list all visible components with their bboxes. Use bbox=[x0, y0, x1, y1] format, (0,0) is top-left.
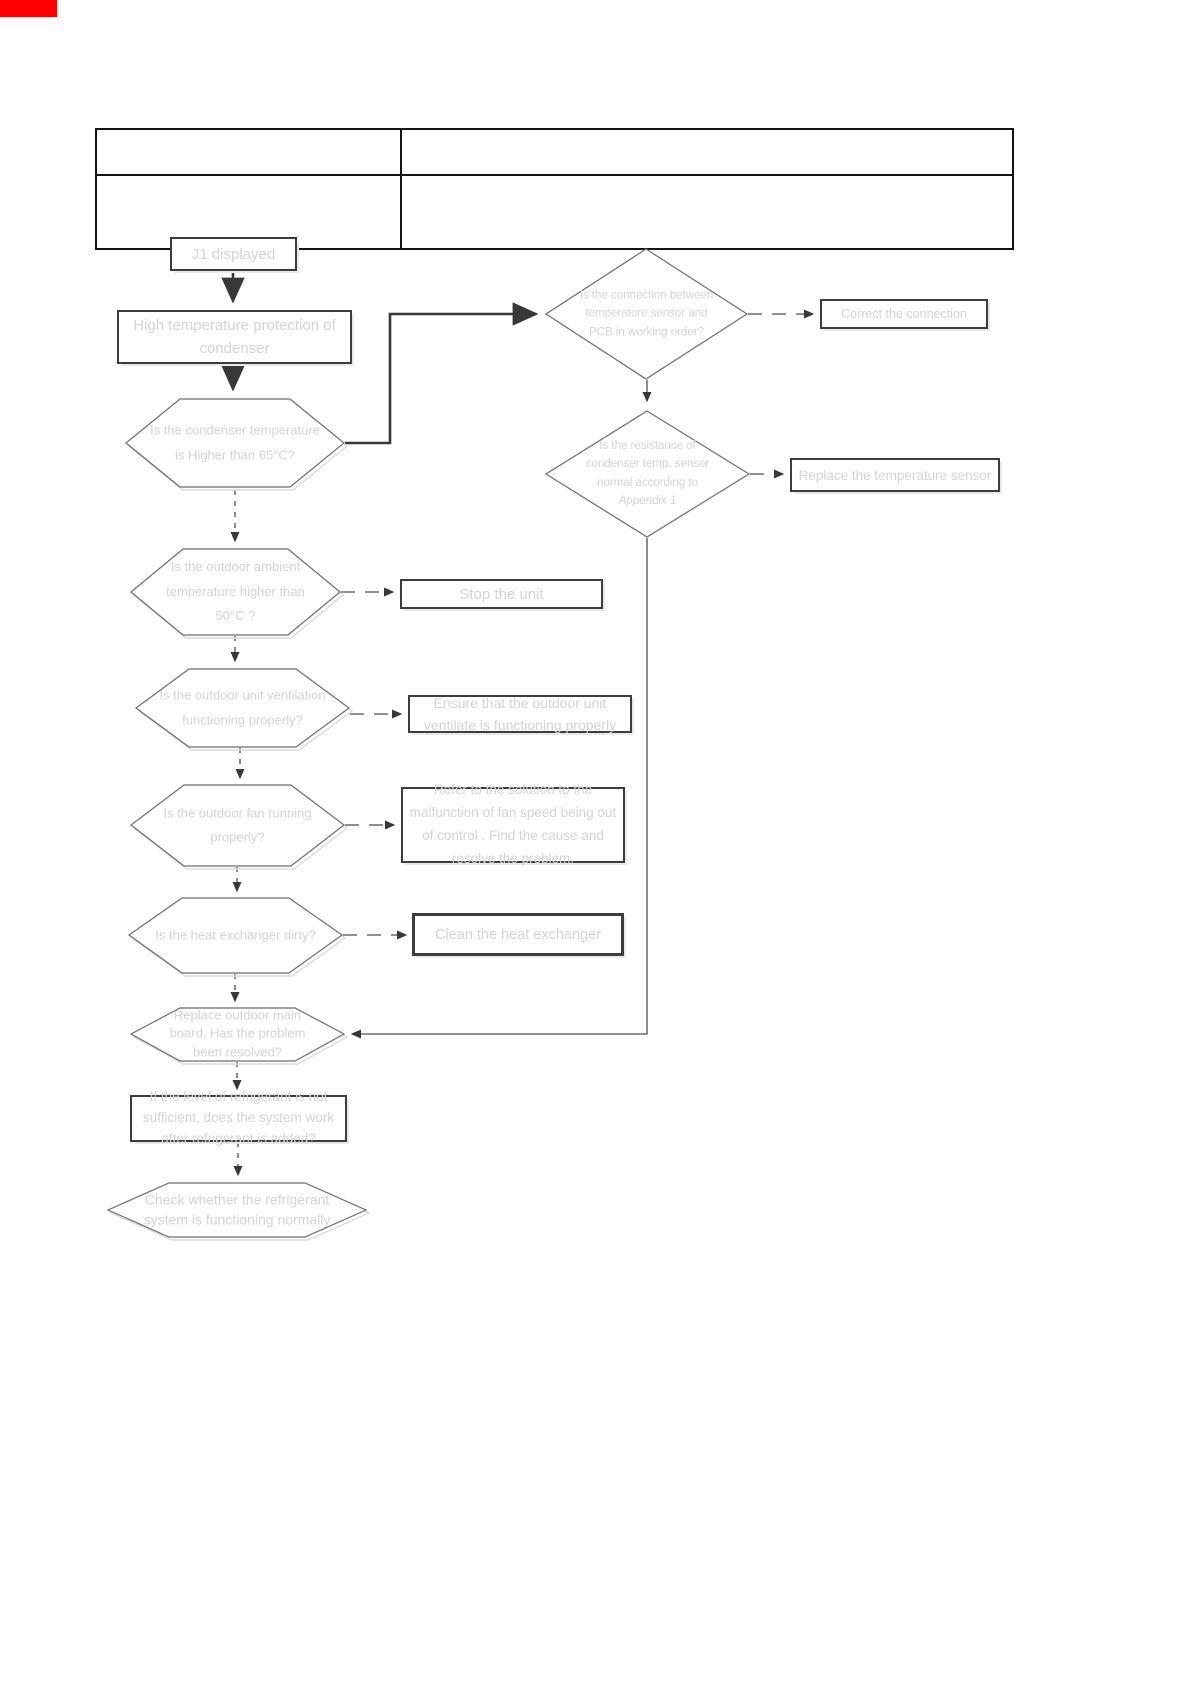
start-box: J1 displayed bbox=[170, 237, 297, 271]
decision-ventilation: Is the outdoor unit ventilation function… bbox=[134, 668, 354, 751]
action-clean-exchanger-label: Clean the heat exchanger bbox=[434, 926, 602, 943]
decision-condenser-temp-label: Is the condenser temperature is Higher t… bbox=[150, 422, 320, 462]
action-correct-connection-label: Correct the connection bbox=[841, 307, 967, 321]
start-label: J1 displayed bbox=[191, 245, 276, 263]
hexagon-outline bbox=[125, 398, 345, 488]
decision-ambient-temp-label: Is the outdoor ambient temperature highe… bbox=[166, 558, 305, 624]
hexagon-outline bbox=[130, 548, 341, 636]
diamond-outline bbox=[544, 410, 751, 538]
decision-mainboard-label: Replace outdoor main board. Has the prob… bbox=[169, 1007, 306, 1060]
hexagon-outline bbox=[129, 1007, 346, 1062]
appendix-reference: Appendix 1 bbox=[618, 495, 677, 508]
end-check-refrigerant-label: Check whether the refrigerant system is … bbox=[143, 1191, 331, 1228]
decision-ambient-temp: Is the outdoor ambient temperature highe… bbox=[130, 548, 345, 639]
action-correct-connection: Correct the connection bbox=[820, 299, 988, 329]
decision-mainboard: Replace outdoor main board. Has the prob… bbox=[129, 1007, 349, 1065]
decision-outdoor-fan: Is the outdoor fan running properly? bbox=[130, 784, 349, 870]
action-clean-exchanger: Clean the heat exchanger bbox=[412, 913, 624, 956]
red-corner-mark bbox=[0, 0, 57, 17]
hexagon-outline bbox=[130, 784, 345, 867]
fault-label: High temperature protection of condenser bbox=[133, 316, 336, 357]
decision-sensor-connection-label: Is the connection between temperature se… bbox=[579, 289, 714, 339]
action-replace-sensor: Replace the temperature sensor bbox=[790, 458, 1000, 492]
table-row-divider bbox=[97, 174, 1012, 176]
hexagon-outline bbox=[134, 668, 351, 748]
question-refrigerant-level: If the level of refrigerant is not suffi… bbox=[130, 1089, 347, 1146]
end-check-refrigerant: Check whether the refrigerant system is … bbox=[106, 1182, 371, 1241]
decision-heat-exchanger-label: Is the heat exchanger dirty? bbox=[155, 927, 316, 943]
table-cell bbox=[402, 176, 1012, 248]
decision-condenser-temp: Is the condenser temperature is Higher t… bbox=[125, 398, 349, 491]
decision-ventilation-label: Is the outdoor unit ventilation function… bbox=[159, 687, 326, 727]
hexagon-outline bbox=[127, 897, 344, 974]
decision-sensor-connection: Is the connection between temperature se… bbox=[544, 248, 749, 380]
decision-sensor-resistance-text: Is the resistance of condenser temp. sen… bbox=[585, 440, 710, 489]
table-cell bbox=[97, 130, 400, 174]
action-fan-solution: Refer to the solution to the malfunction… bbox=[401, 782, 625, 866]
action-replace-sensor-label: Replace the temperature sensor bbox=[798, 467, 992, 483]
hexagon-outline bbox=[106, 1182, 368, 1238]
decision-sensor-resistance-label: Is the resistance of condenser temp. sen… bbox=[576, 437, 720, 511]
action-ensure-ventilation: Ensure that the outdoor unit ventilate i… bbox=[408, 695, 632, 733]
arrow-condenser-temp-to-connection bbox=[345, 302, 539, 445]
table-cell bbox=[402, 130, 1012, 174]
action-ensure-ventilation-label: Ensure that the outdoor unit ventilate i… bbox=[423, 694, 617, 733]
table-column-divider bbox=[400, 130, 402, 248]
question-refrigerant-level-label: If the level of refrigerant is not suffi… bbox=[142, 1089, 335, 1146]
action-stop-unit: Stop the unit bbox=[400, 579, 603, 609]
header-table bbox=[95, 128, 1014, 250]
decision-outdoor-fan-label: Is the outdoor fan running properly? bbox=[163, 804, 312, 845]
decision-sensor-resistance: Is the resistance of condenser temp. sen… bbox=[544, 410, 751, 538]
fault-box: High temperature protection of condenser bbox=[117, 310, 352, 364]
diamond-outline bbox=[544, 248, 749, 380]
action-fan-solution-label: Refer to the solution to the malfunction… bbox=[409, 782, 617, 866]
decision-heat-exchanger: Is the heat exchanger dirty? bbox=[127, 897, 347, 977]
action-stop-unit-label: Stop the unit bbox=[459, 585, 544, 603]
